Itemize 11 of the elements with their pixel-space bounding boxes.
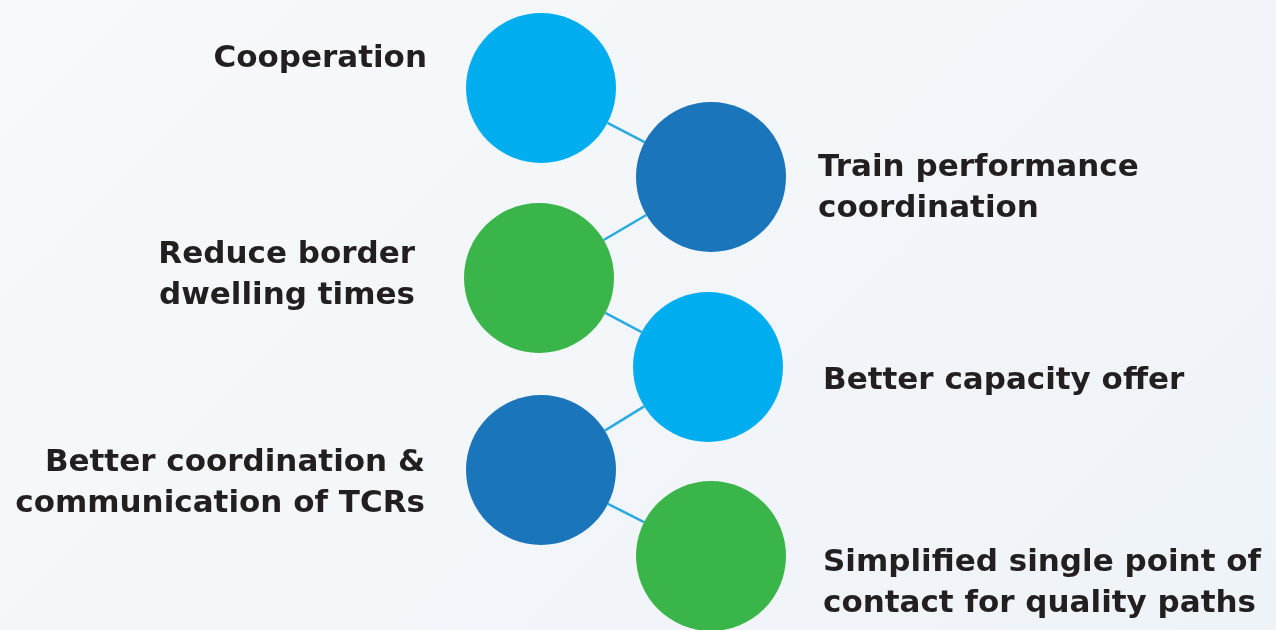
connector-line (603, 213, 647, 242)
circle-caption: Cooperation (212, 37, 427, 76)
connector-line (607, 502, 645, 524)
circle-caption: Train performance coordination (818, 146, 1140, 226)
circle-caption: Simplified single point of contact for quality paths (823, 541, 1263, 621)
connector-line (604, 405, 645, 432)
connector-line (604, 311, 643, 334)
circle-caption: Better coordination & communication of TCRs (14, 441, 425, 521)
connector-line (606, 121, 646, 144)
circle-caption: Reduce border dwelling times (157, 233, 415, 313)
circle-caption: Better capacity offer (823, 359, 1186, 398)
